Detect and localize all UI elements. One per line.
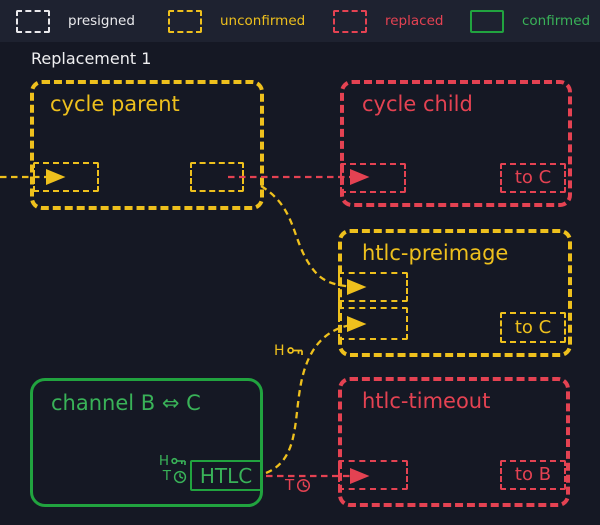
htlc-preimage-input1-slot: [338, 272, 408, 302]
cycle-child-input-slot: [340, 163, 406, 193]
channel-hash-condition: H: [158, 453, 187, 469]
node-channel-b-c: channel B ⇔ C: [30, 378, 263, 507]
node-title-cycle-parent: cycle parent: [50, 92, 180, 116]
htlc-timeout-output-slot: to B: [500, 460, 566, 490]
key-icon: [171, 457, 186, 465]
node-cycle-parent: cycle parent: [30, 80, 264, 210]
node-htlc-timeout: htlc-timeout: [338, 377, 570, 507]
cycle-parent-output-slot: [190, 162, 244, 192]
timeout-spend-annotation: T: [285, 478, 311, 493]
channel-htlc-label: HTLC: [199, 463, 253, 488]
node-htlc-preimage: htlc-preimage: [338, 229, 572, 357]
node-cycle-child: cycle child: [340, 80, 572, 207]
key-icon: [286, 346, 303, 355]
cycle-parent-input-slot: [33, 162, 99, 192]
legend-label-unconfirmed: unconfirmed: [220, 13, 306, 29]
channel-htlc-conditions: H T: [150, 453, 187, 484]
preimage-spend-annotation: H: [274, 344, 304, 358]
legend: presigned unconfirmed replaced confirmed: [0, 0, 600, 42]
page-title: Replacement 1: [31, 49, 152, 68]
htlc-preimage-output-label: to C: [514, 316, 552, 338]
legend-label-confirmed: confirmed: [522, 13, 591, 29]
node-title-htlc-timeout: htlc-timeout: [362, 389, 491, 413]
node-title-htlc-preimage: htlc-preimage: [362, 241, 509, 265]
htlc-preimage-input2-slot: [338, 307, 408, 340]
htlc-preimage-output-slot: to C: [500, 312, 566, 343]
legend-label-replaced: replaced: [385, 13, 444, 29]
cycle-child-output-slot: to C: [500, 163, 566, 193]
cycle-child-output-label: to C: [514, 167, 552, 188]
unconfirmed-swatch-icon: [168, 10, 202, 33]
channel-time-condition: T: [162, 467, 187, 484]
node-title-channel: channel B ⇔ C: [51, 391, 201, 415]
channel-htlc-slot: HTLC: [190, 460, 262, 491]
confirmed-swatch-icon: [470, 10, 504, 33]
legend-label-presigned: presigned: [68, 13, 135, 29]
htlc-timeout-output-label: to B: [514, 464, 552, 485]
clock-icon: [297, 478, 311, 493]
time-letter: T: [162, 467, 171, 484]
clock-icon: [173, 470, 187, 483]
hash-letter: H: [274, 343, 285, 359]
hash-letter: H: [158, 453, 169, 469]
replaced-swatch-icon: [333, 10, 367, 33]
presigned-swatch-icon: [16, 10, 50, 33]
htlc-timeout-input-slot: [338, 460, 408, 490]
time-letter: T: [285, 476, 295, 494]
node-title-cycle-child: cycle child: [362, 92, 473, 116]
